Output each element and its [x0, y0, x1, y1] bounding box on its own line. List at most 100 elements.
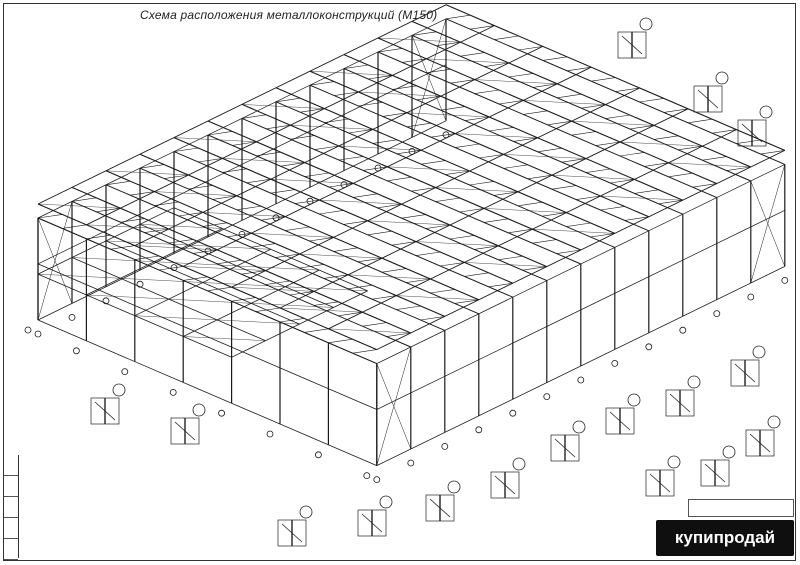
- truss-web: [532, 239, 557, 244]
- truss-web: [542, 56, 568, 61]
- roof-brace: [358, 91, 441, 97]
- end-wall-girt: [37, 319, 377, 466]
- drawing-title: Схема расположения металлоконструкций (М…: [140, 8, 438, 22]
- grid-axis-marker: [611, 359, 619, 367]
- truss-web: [134, 255, 160, 260]
- roof-brace: [455, 133, 538, 138]
- truss-web: [571, 131, 596, 136]
- truss-web: [503, 164, 528, 169]
- truss-web: [421, 160, 446, 165]
- truss-web: [207, 286, 232, 292]
- roof-brace: [270, 179, 354, 184]
- truss-web: [168, 239, 194, 244]
- grid-axis-marker: [34, 330, 42, 338]
- truss-web: [498, 255, 523, 261]
- floor-brace: [154, 261, 237, 267]
- floor-brace: [188, 244, 271, 250]
- grid-axis-marker: [713, 310, 721, 318]
- truss-web: [556, 249, 581, 254]
- truss-web: [624, 216, 649, 221]
- wall-girt: [37, 120, 447, 321]
- roof-brace: [474, 79, 558, 84]
- grid-axis-marker: [169, 388, 177, 396]
- truss-web: [411, 31, 437, 36]
- truss-web: [595, 141, 621, 146]
- truss-web: [333, 247, 358, 252]
- truss-web: [454, 299, 479, 304]
- grid-axis-marker: [747, 293, 755, 301]
- grid-axis-marker: [373, 476, 381, 484]
- detail-callout-bubble: [512, 457, 526, 471]
- floor-brace: [105, 240, 189, 246]
- truss-web: [391, 241, 417, 246]
- roof-brace: [222, 158, 305, 163]
- truss-web: [338, 311, 363, 317]
- wall-girt: [376, 164, 785, 364]
- purlin: [376, 149, 785, 351]
- grid-axis-marker: [441, 442, 449, 450]
- detail-callout-bubble: [759, 105, 773, 119]
- truss-web: [178, 212, 203, 217]
- sheet-frame: [3, 3, 796, 561]
- truss-web: [508, 228, 533, 234]
- truss-web: [241, 114, 267, 119]
- wall-girt: [37, 18, 447, 219]
- truss-web: [314, 145, 339, 150]
- truss-web: [678, 145, 703, 151]
- roof-brace: [279, 307, 363, 313]
- roof-brace: [202, 212, 286, 217]
- roof-brace: [668, 162, 751, 168]
- truss-web: [605, 114, 630, 119]
- grid-axis-marker: [781, 276, 789, 284]
- truss-web: [494, 35, 519, 40]
- grid-axis-marker: [314, 451, 322, 459]
- floor-brace: [86, 294, 169, 300]
- truss-web: [382, 112, 407, 117]
- truss-web: [436, 41, 461, 47]
- truss-web: [372, 295, 397, 300]
- truss-web: [527, 174, 553, 180]
- truss-web: [479, 154, 504, 159]
- truss-web: [328, 183, 354, 188]
- truss-web: [105, 180, 131, 186]
- truss-web: [130, 191, 155, 196]
- truss-web: [96, 207, 121, 213]
- truss-web: [285, 226, 310, 231]
- floor-brace: [134, 315, 218, 321]
- truss-web: [202, 222, 228, 227]
- roof-brace: [415, 241, 499, 246]
- truss-web: [445, 14, 471, 20]
- truss-web: [517, 201, 543, 207]
- truss-web: [158, 266, 184, 271]
- end-wall-girt: [37, 217, 377, 364]
- purlin: [231, 87, 640, 288]
- truss-web: [183, 276, 208, 281]
- truss-web: [687, 118, 713, 124]
- floor-brace: [285, 286, 368, 292]
- truss-web: [537, 147, 562, 153]
- grid-axis-marker: [363, 472, 371, 480]
- truss-web: [712, 129, 737, 134]
- floor-brace: [168, 298, 252, 304]
- truss-web: [231, 297, 256, 302]
- grid-axis-marker: [102, 297, 110, 305]
- truss-web: [309, 81, 335, 86]
- truss-web: [280, 162, 305, 167]
- truss-web: [241, 270, 266, 275]
- truss-web: [37, 214, 63, 219]
- truss-web: [260, 216, 286, 221]
- truss-web: [173, 147, 199, 152]
- truss-web: [367, 230, 392, 236]
- truss-web: [251, 243, 276, 248]
- roof-brace: [387, 166, 470, 172]
- grid-axis-marker: [645, 343, 653, 351]
- truss-web: [396, 305, 421, 310]
- truss-web: [619, 152, 645, 157]
- grid-axis-marker: [543, 393, 551, 401]
- truss-web: [474, 89, 500, 94]
- truss-web: [347, 284, 373, 290]
- roof-brace: [426, 58, 509, 64]
- truss-web: [71, 197, 97, 202]
- truss-web: [377, 203, 402, 209]
